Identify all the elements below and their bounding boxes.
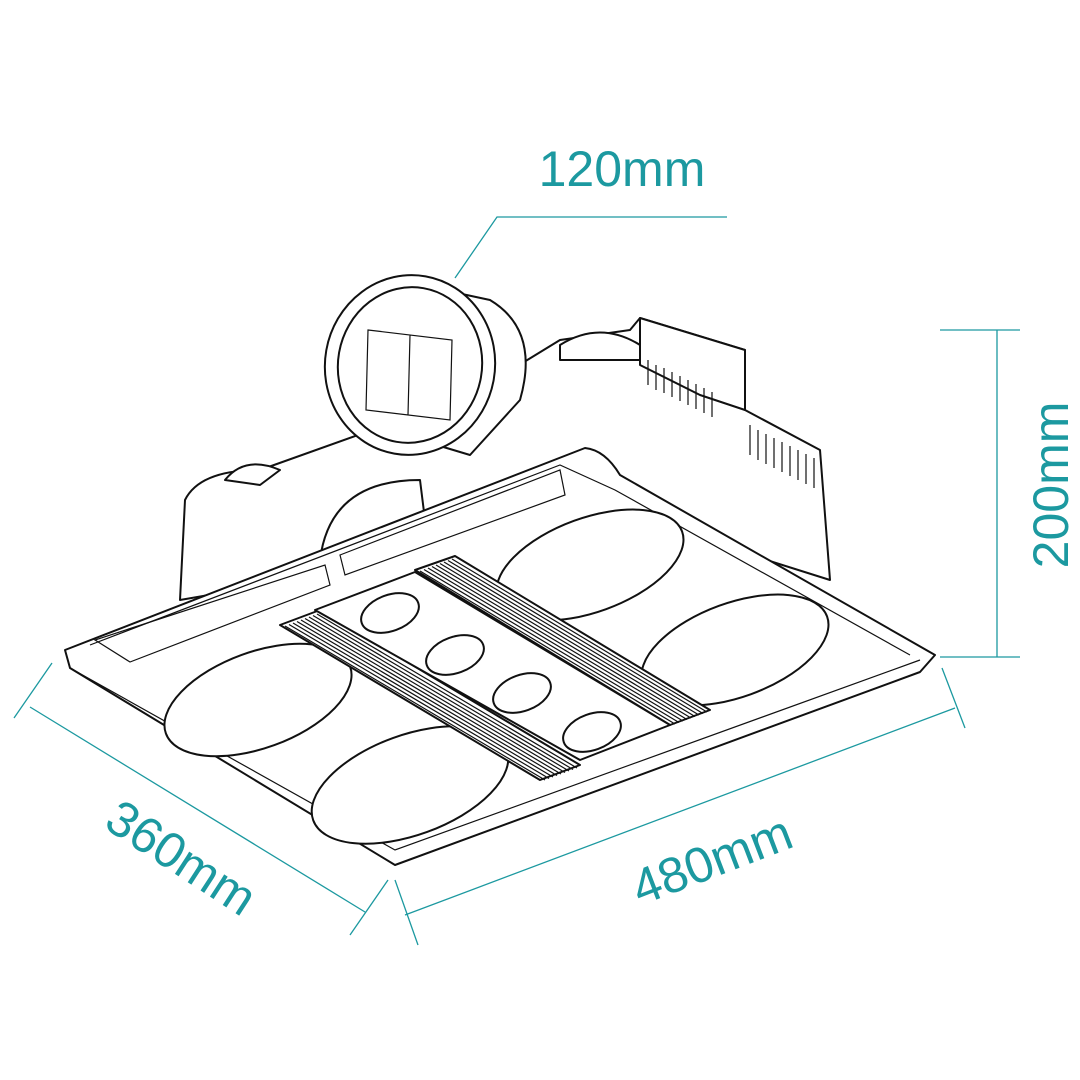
grille-slot	[443, 561, 700, 716]
grille-slot	[316, 613, 578, 769]
grille-slot	[447, 559, 704, 715]
height-dimension-line	[940, 329, 1020, 658]
grille-slot	[435, 564, 692, 719]
dimension-lines	[13, 216, 1020, 946]
front-panel	[64, 447, 936, 866]
grille-slot	[308, 616, 570, 772]
grille-slot	[284, 625, 546, 781]
grille-slot	[304, 617, 566, 774]
depth-label: 360mm	[96, 789, 266, 927]
grille-slot	[451, 558, 708, 713]
grille	[279, 555, 711, 781]
vent-slots	[647, 360, 815, 488]
led-strip	[314, 571, 671, 761]
width-dimension-line	[394, 667, 966, 946]
grille-slot	[423, 568, 680, 724]
duct-diameter-label: 120mm	[539, 141, 706, 197]
grille-slot	[439, 562, 696, 718]
duct-leader-line	[454, 216, 727, 279]
depth-dimension-line	[13, 662, 389, 936]
duct-collar	[323, 274, 527, 456]
grille-slot	[427, 567, 684, 722]
grille-slot	[292, 622, 554, 778]
grille-slot	[312, 614, 574, 771]
grille-slot	[419, 570, 676, 725]
lamp	[163, 508, 830, 845]
height-label: 200mm	[1023, 402, 1079, 569]
grille-slot	[296, 620, 558, 777]
width-label: 480mm	[624, 804, 800, 916]
grille-slot	[431, 565, 688, 721]
grille-slot	[300, 619, 562, 775]
grille-slot	[288, 623, 550, 780]
